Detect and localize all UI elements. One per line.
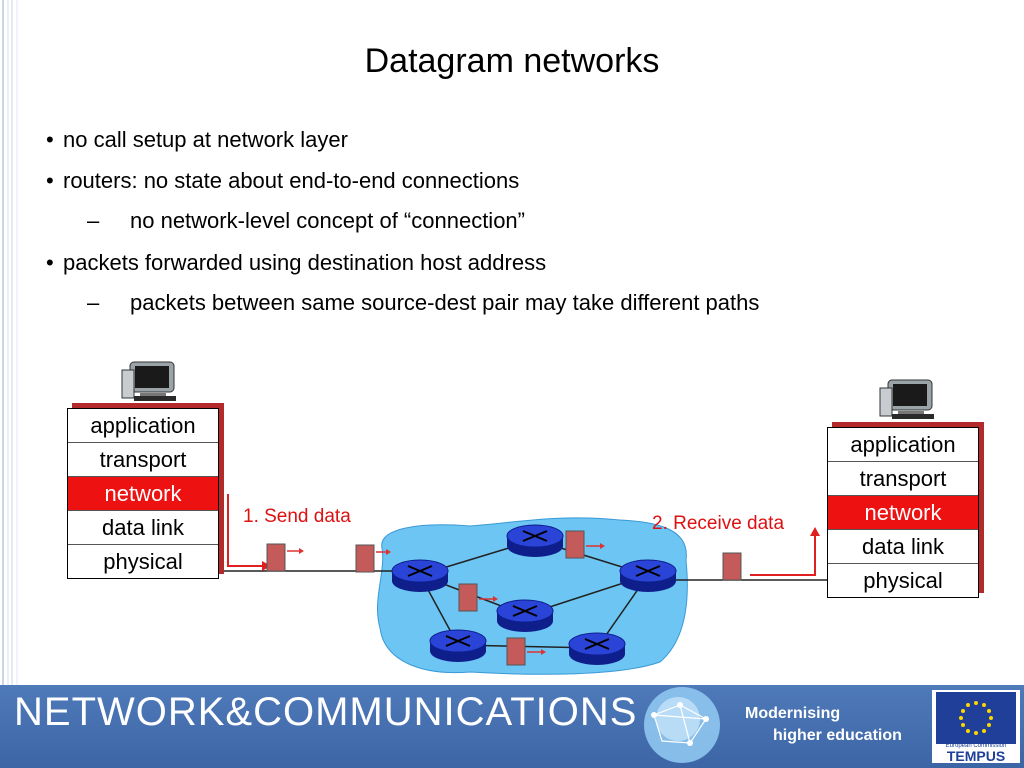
bullet-item: • no call setup at network layer xyxy=(46,126,348,154)
layer-network: network xyxy=(68,477,218,511)
packet-icon xyxy=(355,544,375,573)
packet-icon xyxy=(506,637,526,666)
network-diagram xyxy=(121,361,934,675)
receive-data-label: 2. Receive data xyxy=(652,513,785,534)
slide-title: Datagram networks xyxy=(364,42,660,80)
bullet-item: • packets forwarded using destination ho… xyxy=(46,249,547,277)
router-icon xyxy=(568,632,626,665)
computer-icon xyxy=(121,361,176,401)
sub-bullet-item: – packets between same source-dest pair … xyxy=(87,286,820,320)
eu-caption: European Commission xyxy=(945,743,1007,749)
dash-marker: – xyxy=(87,208,100,233)
router-icon xyxy=(619,559,677,592)
router-icon xyxy=(506,524,564,557)
layer-network: network xyxy=(828,496,978,530)
send-data-label: 1. Send data xyxy=(243,506,351,527)
layer-transport: transport xyxy=(68,443,218,477)
eu-flag-icon xyxy=(936,692,1016,744)
layer-physical: physical xyxy=(863,568,943,593)
tempus-text: TEMPUS xyxy=(946,748,1006,764)
higher-education-text: higher education xyxy=(773,727,902,744)
packet-icon xyxy=(266,543,286,572)
packet-icon xyxy=(722,552,742,581)
router-icon xyxy=(391,559,449,592)
bullet-text: routers: no state about end-to-end conne… xyxy=(63,168,520,193)
right-protocol-stack: application transport network data link … xyxy=(827,427,979,598)
modernising-text: Modernising xyxy=(745,705,841,722)
bullet-dot: • xyxy=(46,127,54,152)
packet-icon xyxy=(565,530,585,559)
bullet-dot: • xyxy=(46,168,54,193)
layer-data-link: data link xyxy=(828,530,978,564)
packet-icon xyxy=(458,583,478,612)
router-icon xyxy=(496,599,554,632)
globe-icon xyxy=(644,687,720,763)
left-protocol-stack: application transport network data link … xyxy=(67,408,219,579)
layer-transport: transport xyxy=(828,462,978,496)
sub-bullet-text: no network-level concept of “connection” xyxy=(130,208,525,233)
bullet-item: • routers: no state about end-to-end con… xyxy=(46,167,520,195)
footer-banner: NETWORK&COMMUNICATIONS Modernising highe… xyxy=(0,685,1024,768)
layer-application: application xyxy=(828,428,978,462)
layer-physical: physical xyxy=(103,549,183,574)
sub-bullet-item: – no network-level concept of “connectio… xyxy=(87,204,780,238)
sub-bullet-text: packets between same source-dest pair ma… xyxy=(130,290,760,315)
computer-icon xyxy=(879,379,934,419)
dash-marker: – xyxy=(87,290,100,315)
footer-title: NETWORK&COMMUNICATIONS xyxy=(14,690,638,734)
bullet-dot: • xyxy=(46,250,54,275)
left-decorative-lines xyxy=(2,0,18,685)
layer-data-link: data link xyxy=(68,511,218,545)
bullet-text: packets forwarded using destination host… xyxy=(63,250,547,275)
router-icon xyxy=(429,629,487,662)
tempus-logo: European Commission TEMPUS xyxy=(932,690,1020,764)
bullet-text: no call setup at network layer xyxy=(63,127,348,152)
layer-application: application xyxy=(68,409,218,443)
